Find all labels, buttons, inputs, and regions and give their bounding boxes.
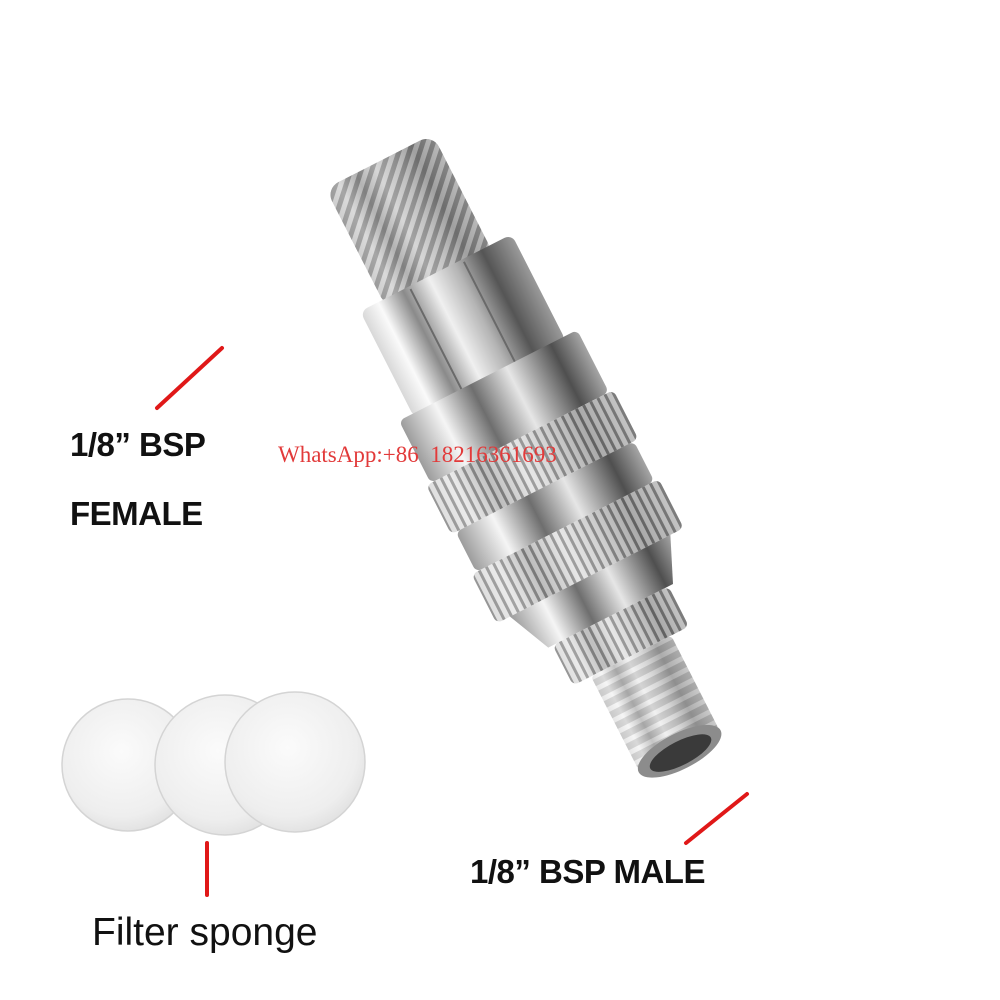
watermark-text: WhatsApp:+86 18216361693 [278, 442, 557, 467]
female-label-line1: 1/8” BSP [70, 426, 206, 463]
female-label-line2: FEMALE [70, 495, 203, 532]
filter-sponges [61, 691, 366, 836]
air-fitting [330, 139, 722, 778]
male-label: 1/8” BSP MALE [470, 853, 705, 890]
filter-label: Filter sponge [92, 911, 318, 954]
pointer-male [684, 792, 749, 845]
pointer-female [155, 346, 224, 410]
hex-nut [362, 236, 564, 416]
filter-sponge [224, 691, 366, 833]
main-sleeve [401, 331, 607, 481]
